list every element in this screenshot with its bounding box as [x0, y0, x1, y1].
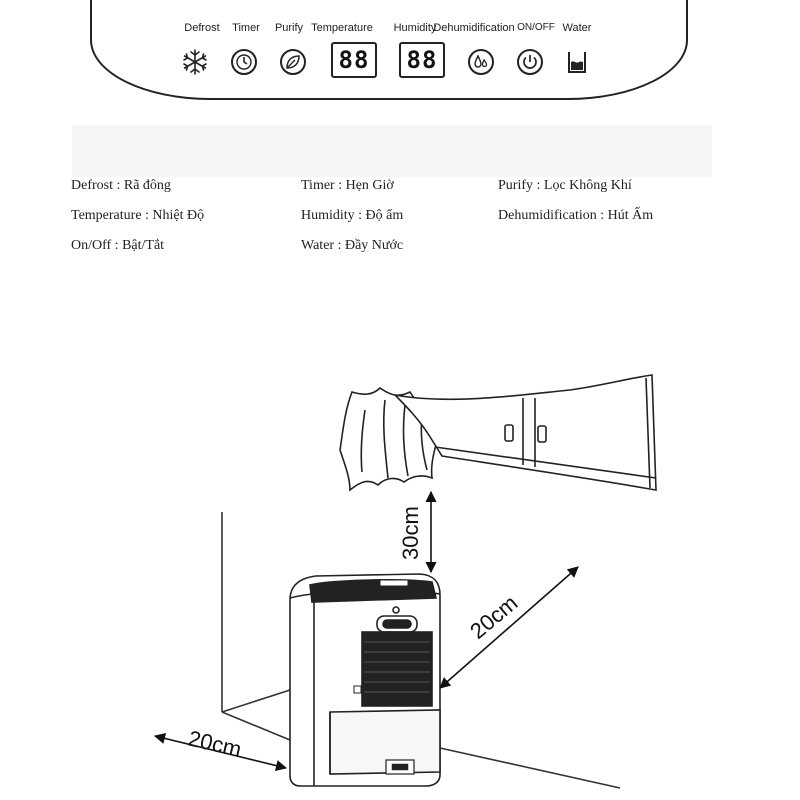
defrost-label: Defrost — [184, 22, 220, 34]
humidity-display: 88 — [399, 42, 445, 78]
legend-humidity: Humidity : Độ ẩm — [301, 208, 404, 223]
back-clearance-label: 20cm — [465, 590, 522, 644]
legend-timer: Timer : Hẹn Giờ — [301, 178, 394, 193]
control-panel — [90, 0, 688, 100]
water-tank-icon — [568, 52, 586, 73]
top-clearance-label: 30cm — [398, 506, 423, 560]
dehumidification-label: Dehumidification — [433, 22, 515, 34]
legend-dehumidification: Dehumidification : Hút Ẩm — [498, 208, 654, 223]
water-label: Water — [562, 22, 592, 34]
cabinet-illustration — [392, 374, 657, 491]
droplets-icon[interactable] — [466, 47, 496, 77]
side-clearance-arrow — [153, 732, 288, 772]
humidity-label: Humidity — [393, 22, 437, 34]
clock-icon[interactable] — [229, 47, 259, 77]
temperature-display: 88 — [331, 42, 377, 78]
on-off-label: ON/OFF — [517, 22, 555, 33]
leaf-icon[interactable] — [278, 47, 308, 77]
legend-water: Water : Đầy Nước — [301, 238, 404, 253]
legend-on-off: On/Off : Bật/Tắt — [71, 238, 165, 253]
side-clearance-label: 20cm — [186, 726, 244, 762]
back-clearance-arrow — [439, 566, 579, 689]
snowflake-icon[interactable] — [180, 47, 210, 77]
purify-label: Purify — [274, 22, 304, 34]
temperature-label: Temperature — [311, 22, 373, 34]
divider-band — [72, 125, 712, 177]
timer-label: Timer — [232, 22, 260, 34]
power-icon[interactable] — [515, 47, 545, 77]
dehumidifier-illustration — [289, 573, 441, 787]
legend-purify: Purify : Lọc Không Khí — [498, 178, 632, 193]
legend-defrost: Defrost : Rã đông — [71, 178, 171, 193]
legend-temperature: Temperature : Nhiệt Độ — [71, 208, 205, 223]
